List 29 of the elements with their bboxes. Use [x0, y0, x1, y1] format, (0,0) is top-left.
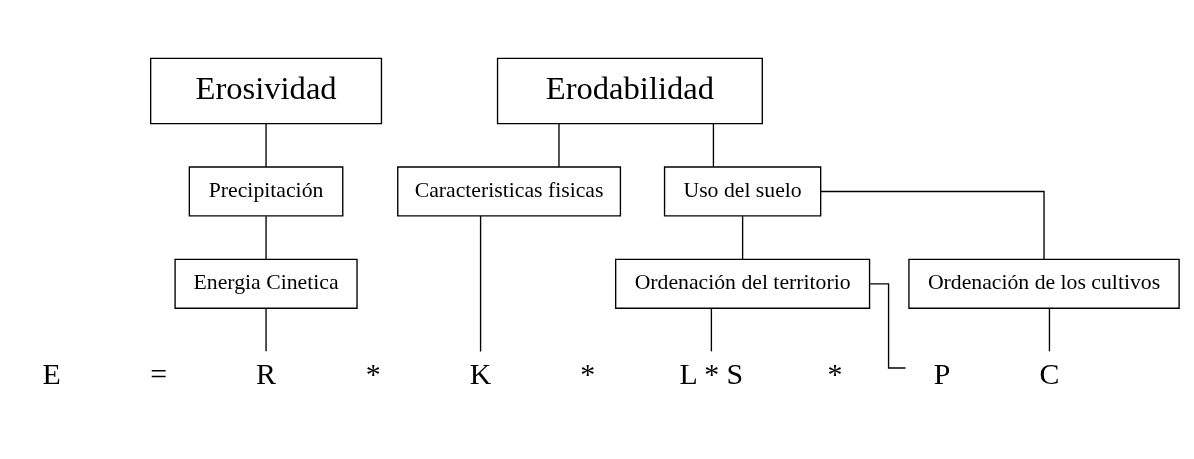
connector	[741, 215, 744, 260]
label: *	[580, 356, 596, 390]
connector	[820, 190, 1045, 260]
label: *	[365, 356, 381, 390]
node-text: P	[933, 356, 951, 390]
connector	[1048, 307, 1051, 352]
label: *	[827, 356, 843, 390]
node-text: K	[469, 356, 492, 390]
node-box: Uso del suelo	[663, 166, 822, 217]
connector	[869, 283, 907, 369]
node-box: Ordenación de los cultivos	[908, 258, 1180, 309]
label: E	[42, 356, 61, 390]
node-box: Energia Cinetica	[174, 258, 358, 309]
node-text: R	[256, 356, 277, 390]
node-text: C	[1039, 356, 1060, 390]
connector	[712, 123, 715, 168]
connector	[479, 215, 482, 353]
connector	[710, 307, 713, 352]
connector	[265, 215, 267, 260]
connector	[265, 123, 267, 168]
node-box: Erosividad	[150, 57, 383, 125]
connector	[558, 123, 560, 168]
node-text: L * S	[679, 356, 744, 390]
node-box: Ordenación del territorio	[615, 258, 871, 309]
node-box: Precipitación	[188, 166, 344, 217]
node-box: Caracteristicas fisicas	[397, 166, 622, 217]
node-box: Erodabilidad	[496, 57, 763, 125]
connector	[265, 307, 267, 352]
label: =	[150, 356, 168, 390]
